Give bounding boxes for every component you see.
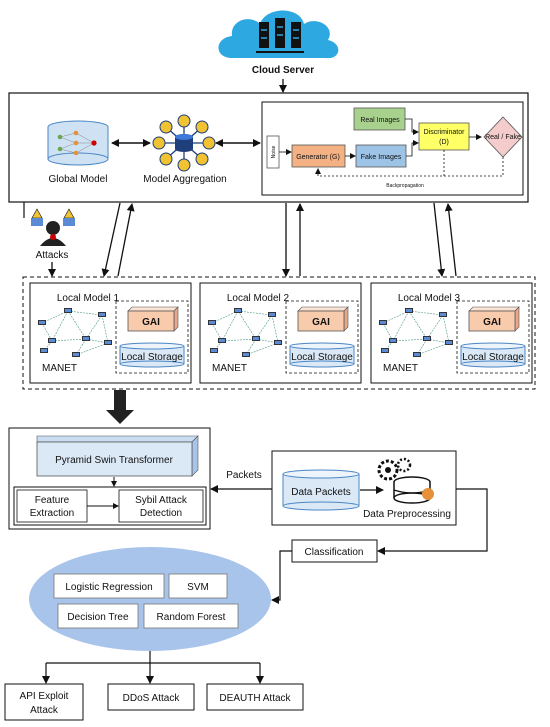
- feature-extraction-label-2: Extraction: [30, 508, 74, 519]
- feature-sybil-group: [13, 486, 207, 526]
- deauth-label: DEAUTH Attack: [219, 693, 291, 704]
- local-model-1: Local Model 1 MANET GAI Local Storage: [29, 282, 192, 384]
- local-storage-cylinder: [289, 342, 355, 368]
- data-preprocessing-icon: [377, 457, 434, 504]
- local-storage-cylinder: [460, 342, 526, 368]
- packets-label: Packets: [226, 470, 262, 481]
- fake-images-label: Fake Images: [361, 154, 402, 161]
- gai-storage-group: [115, 300, 189, 374]
- backprop-label: Backpropagation: [386, 183, 424, 189]
- noise-label: Noise: [271, 145, 277, 158]
- local-model-title: Local Model 2: [227, 293, 290, 304]
- manet-network-icon: [208, 308, 282, 357]
- gai-label: GAI: [483, 317, 501, 328]
- ddos-label: DDoS Attack: [123, 693, 181, 704]
- local-models-group: [22, 276, 536, 390]
- local-model-title: Local Model 3: [398, 293, 461, 304]
- data-preprocessing-label: Data Preprocessing: [363, 509, 451, 520]
- feature-extraction-box: [16, 489, 88, 523]
- cloud-server-label: Cloud Server: [252, 65, 314, 76]
- federated-arrows: [101, 202, 457, 277]
- outcome-branches: [42, 651, 264, 684]
- gai-box: [297, 306, 349, 332]
- data-packets-cylinder: [282, 469, 360, 511]
- deauth-box: [206, 683, 304, 711]
- attacks-icon: [31, 208, 75, 246]
- svm-box: [168, 573, 228, 599]
- attacks-label: Attacks: [36, 250, 69, 261]
- local-storage-label: Local Storage: [462, 352, 524, 363]
- arrow-to-classification: [377, 488, 488, 555]
- decision-tree-label: Decision Tree: [67, 612, 129, 623]
- logistic-regression-label: Logistic Regression: [65, 582, 152, 593]
- real-images-label: Real Images: [360, 117, 400, 124]
- gai-box: [468, 306, 520, 332]
- data-packets-label: Data Packets: [291, 487, 350, 498]
- api-exploit-label-2: Attack: [30, 705, 59, 716]
- gai-label: GAI: [142, 317, 160, 328]
- local-storage-label: Local Storage: [291, 352, 353, 363]
- local-model-3: Local Model 3 MANET GAI Local Storage: [370, 282, 533, 384]
- classifiers-ellipse: [29, 547, 271, 651]
- arrow-to-classifiers: [271, 550, 292, 604]
- feature-extraction-label-1: Feature: [35, 495, 70, 506]
- manet-label: MANET: [42, 363, 77, 374]
- big-down-arrow: [106, 390, 134, 424]
- gai-storage-group: [285, 300, 359, 374]
- gai-box: [127, 306, 179, 332]
- pyramid-swin-box: [36, 435, 199, 477]
- local-model-title: Local Model 1: [57, 293, 120, 304]
- discriminator-label-1: Discriminator: [424, 129, 466, 136]
- backprop-arrow-to-generator: [315, 150, 445, 177]
- manet-label: MANET: [212, 363, 247, 374]
- logistic-regression-box: [53, 573, 165, 599]
- gai-storage-group: [456, 300, 530, 374]
- server-racks-icon: [256, 18, 304, 53]
- api-exploit-label-1: API Exploit: [20, 691, 69, 702]
- real-fake-label: Real / Fake: [485, 134, 521, 141]
- manet-network-icon: [38, 308, 112, 357]
- cloud-server: Cloud Server: [218, 10, 339, 76]
- classification-label: Classification: [305, 547, 364, 558]
- local-model-2: Local Model 2 MANET GAI Local Storage: [199, 282, 362, 384]
- local-storage-label: Local Storage: [121, 352, 183, 363]
- manet-label: MANET: [383, 363, 418, 374]
- discriminator-label-2: (D): [439, 139, 449, 146]
- decision-tree-box: [57, 603, 139, 629]
- model-aggregation-icon: [152, 114, 216, 172]
- sybil-detection-box: [118, 489, 204, 523]
- gan-panel: Noise Generator (G) Fake Images Real Ima…: [261, 101, 524, 196]
- generator-label: Generator (G): [296, 154, 340, 161]
- global-model-icon: [47, 120, 109, 166]
- local-storage-cylinder: [119, 342, 185, 368]
- manet-network-icon: [379, 308, 453, 357]
- ddos-box: [107, 683, 195, 711]
- global-model-label: Global Model: [49, 174, 108, 185]
- pyramid-swin-label: Pyramid Swin Transformer: [55, 455, 173, 466]
- sybil-detection-label-1: Sybil Attack: [135, 495, 188, 506]
- svm-label: SVM: [187, 582, 209, 593]
- random-forest-box: [143, 603, 239, 629]
- random-forest-label: Random Forest: [157, 612, 226, 623]
- model-aggregation-label: Model Aggregation: [143, 174, 226, 185]
- gai-label: GAI: [312, 317, 330, 328]
- api-exploit-box: [4, 683, 84, 721]
- sybil-detection-label-2: Detection: [140, 508, 182, 519]
